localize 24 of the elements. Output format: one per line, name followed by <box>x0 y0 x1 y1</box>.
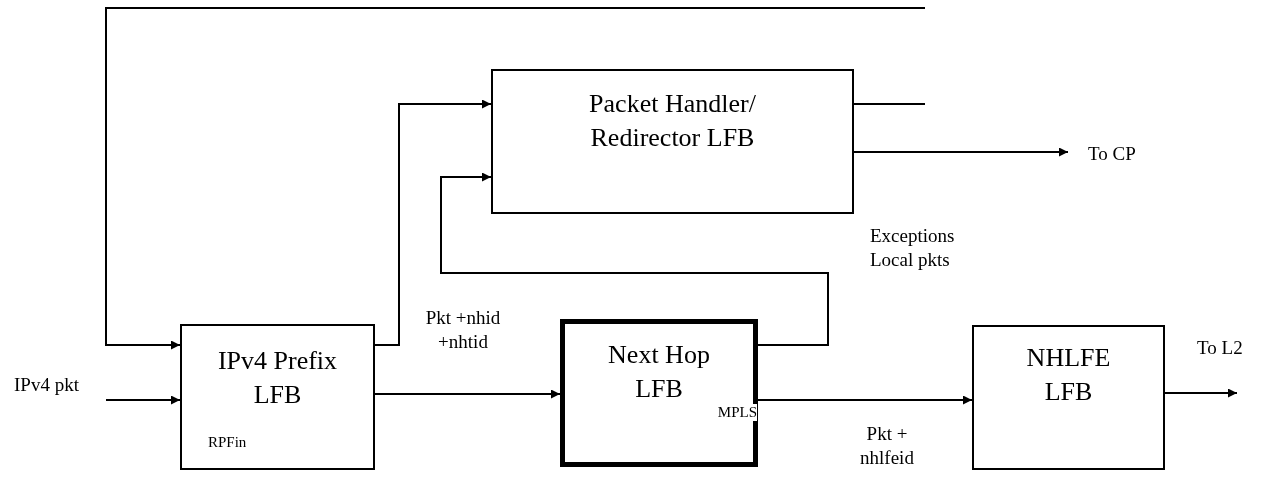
edge-label: To CP <box>1088 142 1136 166</box>
process-box <box>972 325 1165 470</box>
arrow <box>105 395 181 405</box>
arrow <box>105 7 926 350</box>
block-title: Next Hop LFB <box>607 339 711 405</box>
edge-label: IPv4 pkt <box>14 373 79 397</box>
arrow <box>374 99 492 346</box>
connector-line <box>853 103 926 105</box>
process-box <box>180 324 375 470</box>
arrow <box>1164 388 1238 398</box>
edge-label: Exceptions Local pkts <box>870 224 956 272</box>
port-label: MPLS <box>717 404 757 421</box>
edge-label: To L2 <box>1197 336 1243 360</box>
arrow <box>757 395 973 405</box>
block-title: NHLFE LFB <box>1025 342 1112 408</box>
arrow <box>374 389 561 399</box>
process-box <box>560 319 758 467</box>
arrow <box>440 172 829 346</box>
process-box <box>491 69 854 214</box>
block-title: IPv4 Prefix LFB <box>216 345 339 411</box>
block-title: Packet Handler/ Redirector LFB <box>588 88 757 154</box>
edge-label: Pkt +nhid +nhtid <box>424 306 502 354</box>
edge-label: Pkt + nhlfeid <box>859 422 915 470</box>
arrow <box>853 147 1069 157</box>
